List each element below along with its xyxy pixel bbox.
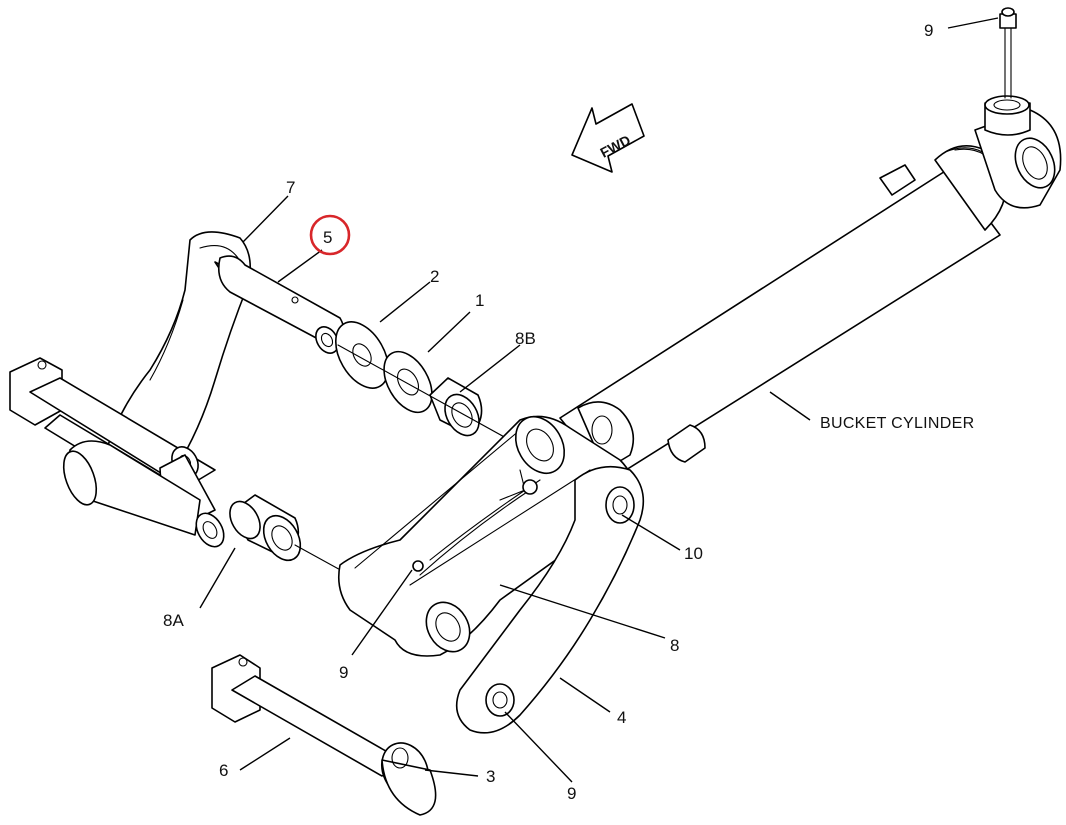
bucket-cylinder-label: BUCKET CYLINDER <box>820 415 974 432</box>
callout-8a: 8A <box>163 611 184 630</box>
bucket-cylinder <box>559 7 1062 481</box>
leader-lines <box>199 17 999 783</box>
highlight-circle-5 <box>309 214 351 256</box>
callout-6: 6 <box>219 761 228 780</box>
lock-ring-3 <box>381 742 437 816</box>
callout-4: 4 <box>617 708 626 727</box>
callout-9-top: 9 <box>924 21 933 40</box>
callout-8: 8 <box>670 636 679 655</box>
callout-10: 10 <box>684 544 703 563</box>
callout-9-mid: 9 <box>339 663 348 682</box>
callout-7: 7 <box>286 178 295 197</box>
bearing-8a <box>229 494 302 562</box>
pin-6 <box>211 654 406 777</box>
link-4 <box>455 465 645 734</box>
bushing-small <box>195 512 225 548</box>
bearing-8b <box>429 377 483 437</box>
callout-labels: 9 7 5 2 1 8B 10 8A 9 8 4 6 3 9 BUCKET CY… <box>163 21 974 803</box>
callout-2: 2 <box>430 267 439 286</box>
fwd-direction-arrow: FWD <box>571 103 645 173</box>
spacer-1 <box>383 350 433 414</box>
link-7-lower-hub <box>62 440 201 536</box>
callout-1: 1 <box>475 291 484 310</box>
callout-5: 5 <box>323 228 332 247</box>
callout-9-bottom: 9 <box>567 784 576 803</box>
shim-2 <box>334 321 390 389</box>
callout-8b: 8B <box>515 329 536 348</box>
callout-3: 3 <box>486 767 495 786</box>
